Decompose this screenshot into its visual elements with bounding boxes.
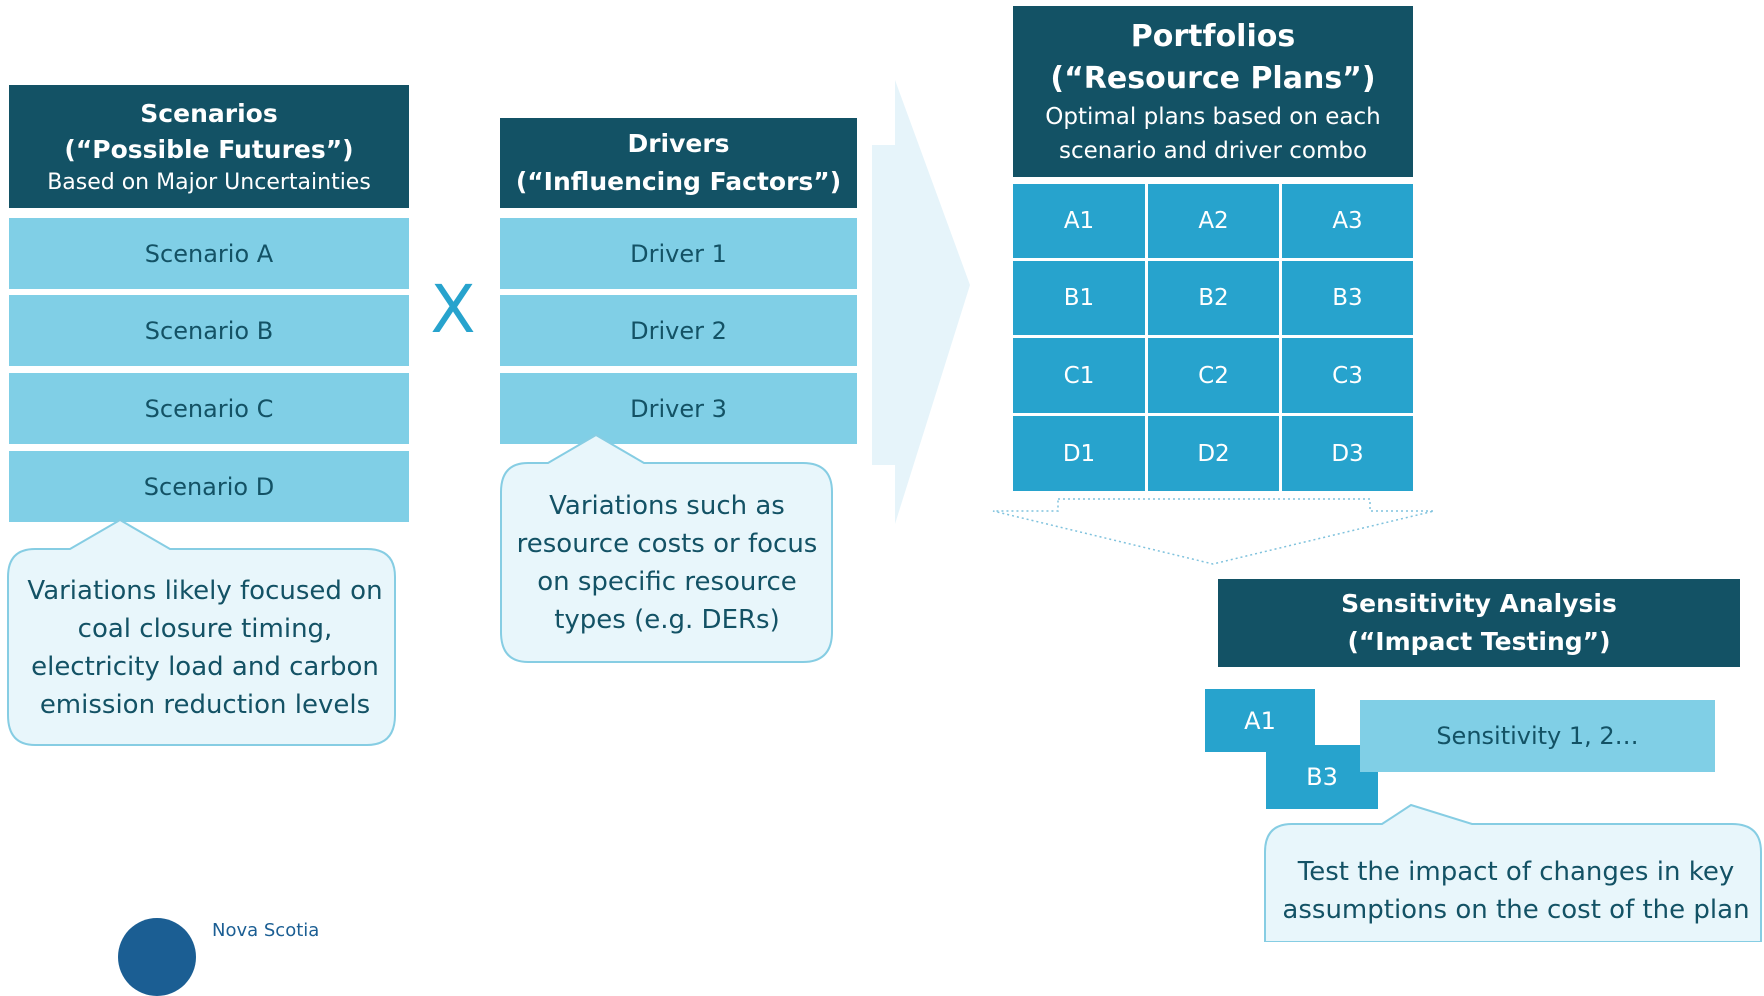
logo-text: Nova Scotia	[212, 920, 320, 941]
driver-row: Driver 2	[500, 295, 857, 366]
portfolio-cell: D3	[1282, 416, 1413, 491]
scenarios-callout-shape	[7, 518, 396, 746]
portfolios-subtitle: scenario and driver combo	[1058, 137, 1368, 164]
drivers-title: Drivers	[627, 129, 730, 158]
portfolio-cell: B1	[1013, 261, 1145, 335]
portfolio-cell: C3	[1282, 338, 1413, 413]
portfolio-cell: D1	[1013, 416, 1145, 491]
scenarios-title: Scenarios	[140, 98, 278, 128]
portfolio-cell: A2	[1148, 184, 1279, 258]
portfolios-title-alt: (“Resource Plans”)	[1050, 60, 1376, 96]
drivers-note: Variations such as resource costs or foc…	[516, 491, 818, 635]
driver-row: Driver 1	[500, 218, 857, 289]
sensitivity-bar: Sensitivity 1, 2…	[1360, 700, 1715, 772]
sensitivity-title-alt: (“Impact Testing”)	[1347, 627, 1611, 656]
portfolios-subtitle: Optimal plans based on each	[1045, 103, 1381, 130]
down-arrow	[992, 498, 1435, 565]
sensitivity-callout-shape	[1264, 803, 1762, 942]
sensitivity-note: Test the impact of changes in key assump…	[1282, 857, 1750, 925]
scenario-row: Scenario D	[9, 451, 409, 522]
portfolio-cell: B2	[1148, 261, 1279, 335]
portfolio-cell: A3	[1282, 184, 1413, 258]
portfolio-cell: B3	[1282, 261, 1413, 335]
drivers-header: Drivers (“Influencing Factors”)	[500, 118, 857, 208]
scenario-row: Scenario B	[9, 295, 409, 366]
logo-mark	[118, 918, 196, 996]
scenarios-header: Scenarios (“Possible Futures”) Based on …	[9, 85, 409, 208]
sensitivity-title: Sensitivity Analysis	[1341, 589, 1617, 618]
portfolio-cell: C1	[1013, 338, 1145, 413]
scenarios-note: Variations likely focused on coal closur…	[27, 576, 383, 720]
portfolios-title: Portfolios	[1130, 18, 1296, 54]
scenario-row: Scenario C	[9, 373, 409, 444]
scenarios-title-alt: (“Possible Futures”)	[64, 134, 354, 164]
portfolio-tile-b3: B3	[1266, 745, 1378, 809]
portfolio-tile-a1: A1	[1205, 689, 1315, 752]
sensitivity-header: Sensitivity Analysis (“Impact Testing”)	[1218, 579, 1740, 667]
driver-row: Driver 3	[500, 373, 857, 444]
multiply-symbol: X	[430, 271, 476, 348]
scenario-row: Scenario A	[9, 218, 409, 289]
flow-arrow	[872, 80, 970, 524]
portfolio-cell: C2	[1148, 338, 1279, 413]
portfolio-cell: D2	[1148, 416, 1279, 491]
portfolios-header: Portfolios (“Resource Plans”) Optimal pl…	[1013, 6, 1413, 177]
drivers-callout-shape	[500, 433, 833, 663]
scenarios-subtitle: Based on Major Uncertainties	[47, 169, 371, 195]
drivers-title-alt: (“Influencing Factors”)	[515, 167, 842, 196]
portfolio-cell: A1	[1013, 184, 1145, 258]
